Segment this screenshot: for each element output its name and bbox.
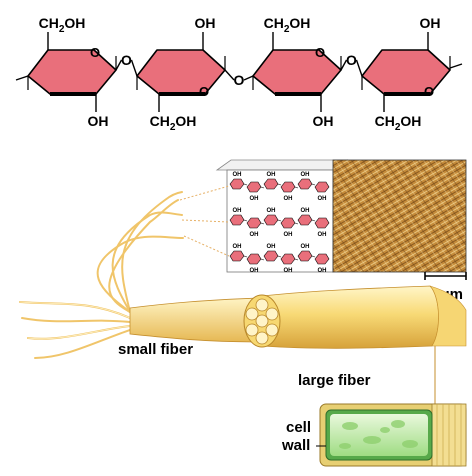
top-substituent-label: CH2OH: [39, 15, 86, 35]
inset-oh-label: OH: [233, 208, 242, 214]
inset-oh-label: OH: [318, 268, 327, 274]
bottom-substituent-label: CH2OH: [375, 113, 422, 133]
top-substituent-label: OH: [420, 15, 441, 31]
cell-wall: [316, 403, 467, 467]
glycosidic-bond: O: [224, 69, 254, 88]
bridge-oxygen-label: O: [234, 72, 245, 88]
large-fiber: [243, 285, 467, 412]
top-substituent-label: CH2OH: [264, 15, 311, 35]
chain-end-left: [15, 75, 29, 81]
glucose-ring: O OH CH2OH: [136, 15, 226, 133]
inset-oh-label: OH: [318, 196, 327, 202]
ring-oxygen-label: O: [315, 45, 325, 60]
glycosidic-bond: O: [115, 52, 138, 77]
cell-wall-label-line1: cell: [286, 419, 311, 436]
inset-chain-row: OH OH OH OH OH OH: [229, 244, 330, 274]
inset-glucose-ring: [314, 217, 330, 229]
inset-oh-label: OH: [267, 208, 276, 214]
inset-chain-row: OH OH OH OH OH OH: [229, 208, 330, 238]
connector-lines: [179, 185, 230, 257]
inset-oh-label: OH: [250, 196, 259, 202]
inset-oh-label: OH: [284, 268, 293, 274]
inset-glucose-ring: [314, 181, 330, 193]
bottom-substituent-label: OH: [88, 113, 109, 129]
inset-chain-row: OH OH OH OH OH OH: [229, 172, 330, 202]
ring-oxygen-label: O: [424, 84, 434, 99]
bottom-substituent-label: CH2OH: [150, 113, 197, 133]
inset-oh-label: OH: [284, 196, 293, 202]
large-fiber-label: large fiber: [298, 372, 371, 389]
micrograph-image: [332, 159, 467, 273]
inset-oh-label: OH: [318, 232, 327, 238]
inset-oh-label: OH: [284, 232, 293, 238]
bottom-substituent-label: OH: [313, 113, 334, 129]
bridge-oxygen-label: O: [346, 52, 357, 68]
inset-oh-label: OH: [301, 208, 310, 214]
bridge-oxygen-label: O: [121, 52, 132, 68]
inset-glucose-ring: [314, 253, 330, 265]
top-substituent-label: OH: [195, 15, 216, 31]
cell-wall-label-line2: wall: [281, 437, 310, 454]
microfibril-highlights: [19, 301, 131, 340]
inset-oh-label: OH: [267, 172, 276, 178]
inset-oh-label: OH: [250, 232, 259, 238]
inset-oh-label: OH: [267, 244, 276, 250]
glucose-ring: O CH2OH OH: [27, 15, 117, 129]
ring-oxygen-label: O: [90, 45, 100, 60]
inset-oh-label: OH: [301, 244, 310, 250]
small-fiber-label: small fiber: [118, 341, 193, 358]
small-fiber: [129, 297, 263, 343]
inset-oh-label: OH: [233, 244, 242, 250]
inset-oh-label: OH: [233, 172, 242, 178]
glucose-ring: O CH2OH OH: [252, 15, 342, 129]
glucose-ring: O OH CH2OH: [361, 15, 451, 133]
ring-oxygen-label: O: [199, 84, 209, 99]
inset-chain-sheet: OH OH OH OH OH OH OH OH OH OH OH OH OH OH OH OH OH OH: [215, 159, 349, 274]
glycosidic-bond: O: [340, 52, 363, 77]
inset-oh-label: OH: [250, 268, 259, 274]
inset-oh-label: OH: [301, 172, 310, 178]
scale-bar: [424, 272, 467, 280]
chain-end-right: [449, 63, 463, 69]
